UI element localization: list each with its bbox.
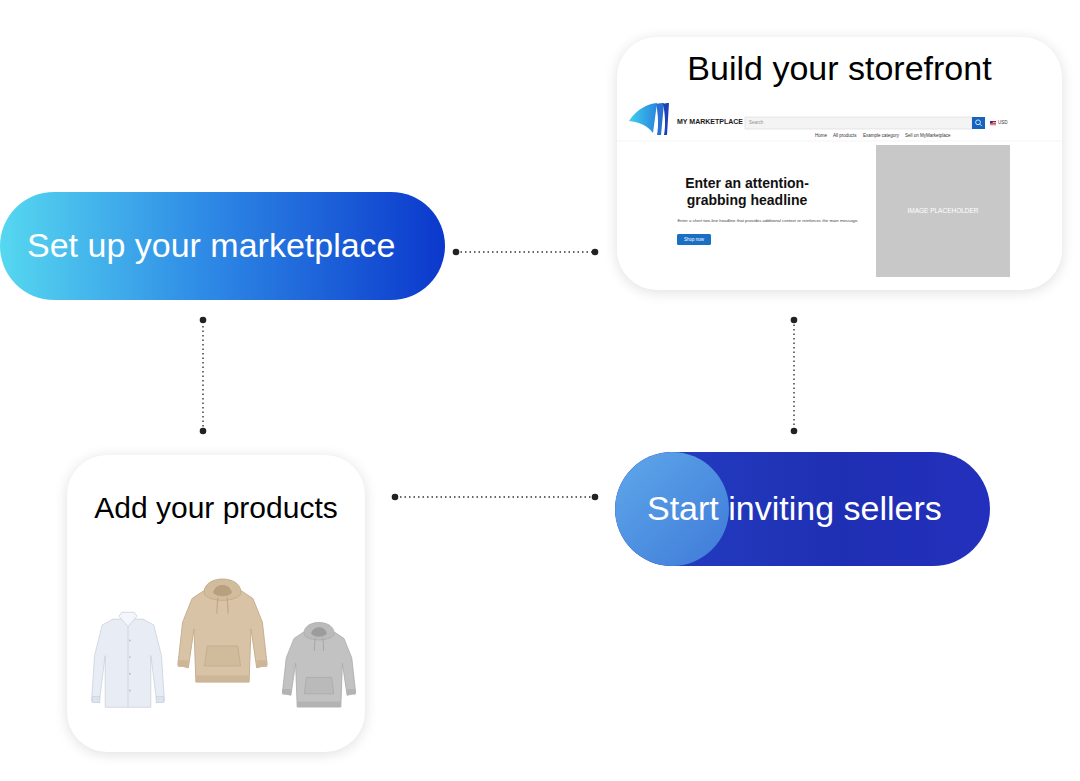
connector-dot [453, 249, 460, 256]
shop-button [677, 234, 711, 245]
hero-headline: Enter an attention-grabbing headline [677, 175, 817, 209]
process-pill: Set up your marketplace [0, 192, 445, 300]
nav-link: Sell on MyMarketplace [905, 133, 951, 138]
dotted-connector [793, 320, 794, 431]
connector-dot [200, 428, 207, 435]
placeholder-label: IMAGE PLACEHOLDER [876, 145, 1010, 277]
search-placeholder: Search [749, 120, 763, 125]
flag-icon [990, 121, 996, 125]
header-divider [617, 141, 1062, 142]
process-pill: Start inviting sellers [615, 452, 990, 566]
hoodie-figure [178, 579, 267, 682]
button-label: Shop now [677, 234, 711, 245]
connector-dot [592, 494, 599, 501]
dotted-connector [202, 320, 203, 431]
node-title: Set up your marketplace [27, 226, 396, 265]
nav-link: Home [815, 133, 827, 138]
connector-dot [392, 494, 399, 501]
storefront-card: Build your storefront MY MARKETPLACE Searc… [617, 37, 1062, 290]
node-title: Start inviting sellers [647, 489, 942, 528]
nav-link: Example category [863, 133, 899, 138]
node-title: Add your products [94, 491, 337, 526]
shirt-figure [92, 612, 165, 707]
node-title: Build your storefront [687, 49, 991, 88]
dotted-connector [456, 251, 595, 252]
connector-dot [200, 317, 207, 324]
nav-link: All products [833, 133, 857, 138]
dotted-connector [395, 496, 595, 497]
connector-dot [791, 317, 798, 324]
connector-dot [791, 428, 798, 435]
logo-mark [629, 103, 669, 135]
products-card: Add your products [67, 455, 365, 752]
hoodie-figure [282, 622, 355, 707]
search-bar [745, 117, 985, 129]
hero-subtext: Enter a short two-line headline that pro… [677, 218, 859, 224]
currency-code: USD [998, 120, 1008, 125]
connector-dot [592, 249, 599, 256]
image-placeholder [876, 145, 1010, 277]
site-name: MY MARKETPLACE [677, 118, 743, 126]
